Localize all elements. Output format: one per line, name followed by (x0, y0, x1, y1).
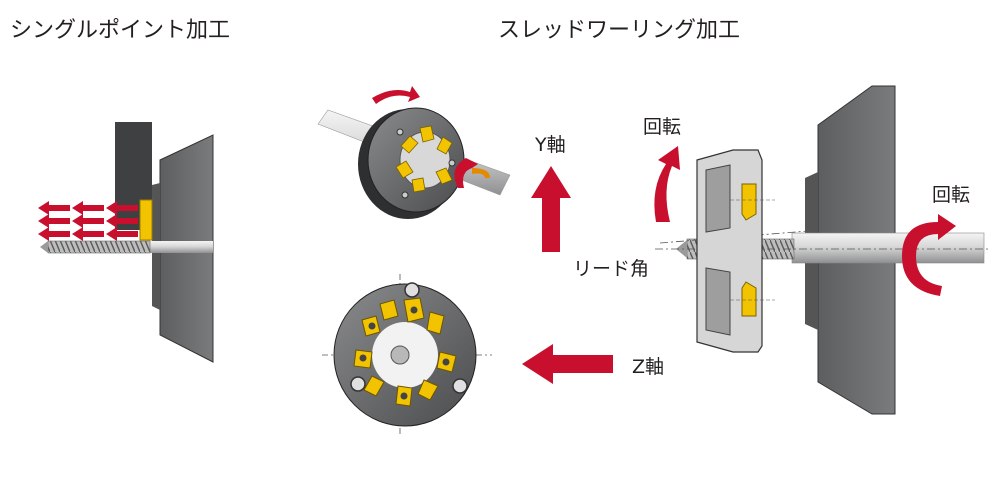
title-thread-whirling: スレッドワーリング加工 (498, 18, 741, 43)
shaft-rotation-arrow (454, 158, 478, 188)
ring-rotation-arrow (654, 146, 680, 222)
label-rotation-workpiece: 回転 (932, 184, 971, 206)
whirling-head-front (322, 274, 492, 436)
threaded-section (47, 240, 151, 254)
thread-whirling-illustration (654, 85, 990, 415)
z-axis-arrow (522, 344, 613, 384)
workpiece-shaft (150, 241, 213, 253)
label-lead-angle: リード角 (573, 258, 650, 280)
title-single-point: シングルポイント加工 (10, 18, 231, 43)
cutting-insert (139, 199, 153, 241)
feed-arrows (38, 201, 138, 241)
label-z-axis: Z軸 (632, 356, 665, 378)
label-rotation-head: 回転 (643, 116, 682, 138)
single-point-illustration (38, 122, 214, 363)
head-rotation-arrow (372, 86, 420, 104)
label-y-axis: Y軸 (535, 134, 566, 156)
whirling-head-3d (317, 86, 511, 219)
workpiece-rotation-arrow (902, 214, 956, 296)
y-axis-arrow (531, 166, 571, 252)
